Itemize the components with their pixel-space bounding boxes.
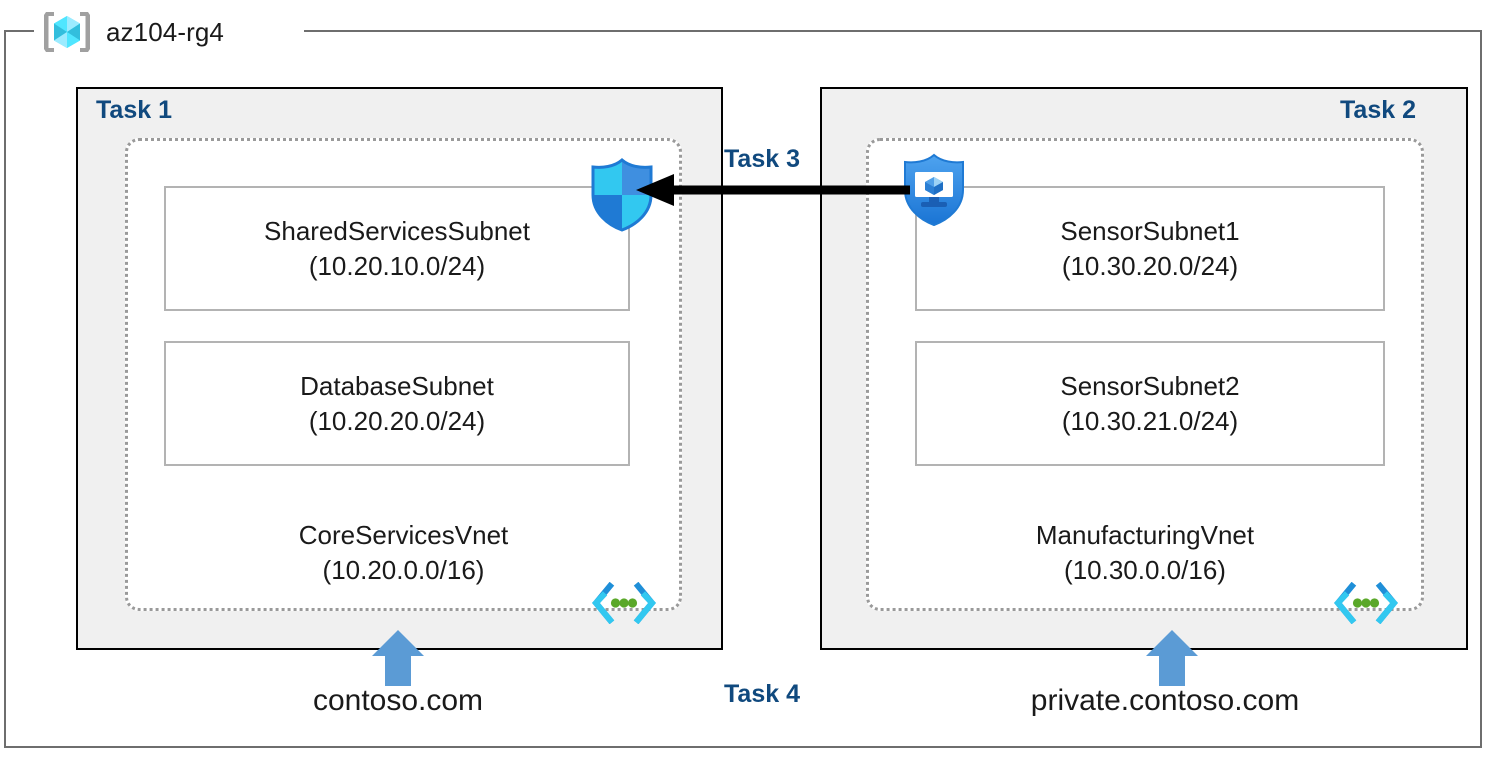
subnet-name: DatabaseSubnet — [300, 370, 494, 401]
vnet-manufacturing-caption: ManufacturingVnet (10.30.0.0/16) — [866, 518, 1424, 587]
subnet-cidr: (10.20.20.0/24) — [308, 405, 486, 436]
subnet-sharedservices[interactable]: SharedServicesSubnet (10.20.10.0/24) — [164, 186, 630, 311]
task-2-label: Task 2 — [1340, 96, 1416, 124]
subnet-name: SharedServicesSubnet — [264, 215, 530, 246]
up-arrow-icon — [1146, 630, 1198, 686]
virtual-network-icon — [1334, 582, 1398, 624]
resource-group-name: az104-rg4 — [106, 16, 224, 47]
resource-group-cube-icon — [44, 12, 90, 52]
subnet-cidr: (10.30.20.0/24) — [1061, 250, 1239, 281]
dns-zone-contoso: contoso.com — [312, 684, 484, 717]
subnet-name: SensorSubnet2 — [1060, 370, 1240, 401]
vnet-name: ManufacturingVnet — [1035, 520, 1255, 550]
task-3-label: Task 3 — [724, 145, 800, 173]
dns-zone-private-contoso: private.contoso.com — [1030, 684, 1300, 717]
subnet-database[interactable]: DatabaseSubnet (10.20.20.0/24) — [164, 341, 630, 466]
subnet-sensor1[interactable]: SensorSubnet1 (10.30.20.0/24) — [915, 186, 1385, 311]
shield-virtual-machine-icon[interactable] — [896, 152, 972, 228]
vnet-cidr: (10.30.0.0/16) — [1064, 554, 1226, 585]
subnet-name: SensorSubnet1 — [1060, 215, 1240, 246]
task-4-label: Task 4 — [724, 680, 800, 708]
subnet-cidr: (10.20.10.0/24) — [308, 250, 486, 281]
subnet-sensor2[interactable]: SensorSubnet2 (10.30.21.0/24) — [915, 341, 1385, 466]
virtual-network-icon — [592, 582, 656, 624]
task-1-label: Task 1 — [96, 96, 172, 124]
vnet-cidr: (10.20.0.0/16) — [322, 554, 485, 585]
up-arrow-icon — [372, 630, 424, 686]
left-arrow-icon — [636, 174, 910, 206]
resource-group-boundary — [4, 30, 1482, 748]
resource-group-header: az104-rg4 — [40, 8, 224, 56]
vnet-name: CoreServicesVnet — [298, 520, 509, 550]
subnet-cidr: (10.30.21.0/24) — [1061, 405, 1239, 436]
vnet-coreservices-caption: CoreServicesVnet (10.20.0.0/16) — [125, 518, 682, 587]
